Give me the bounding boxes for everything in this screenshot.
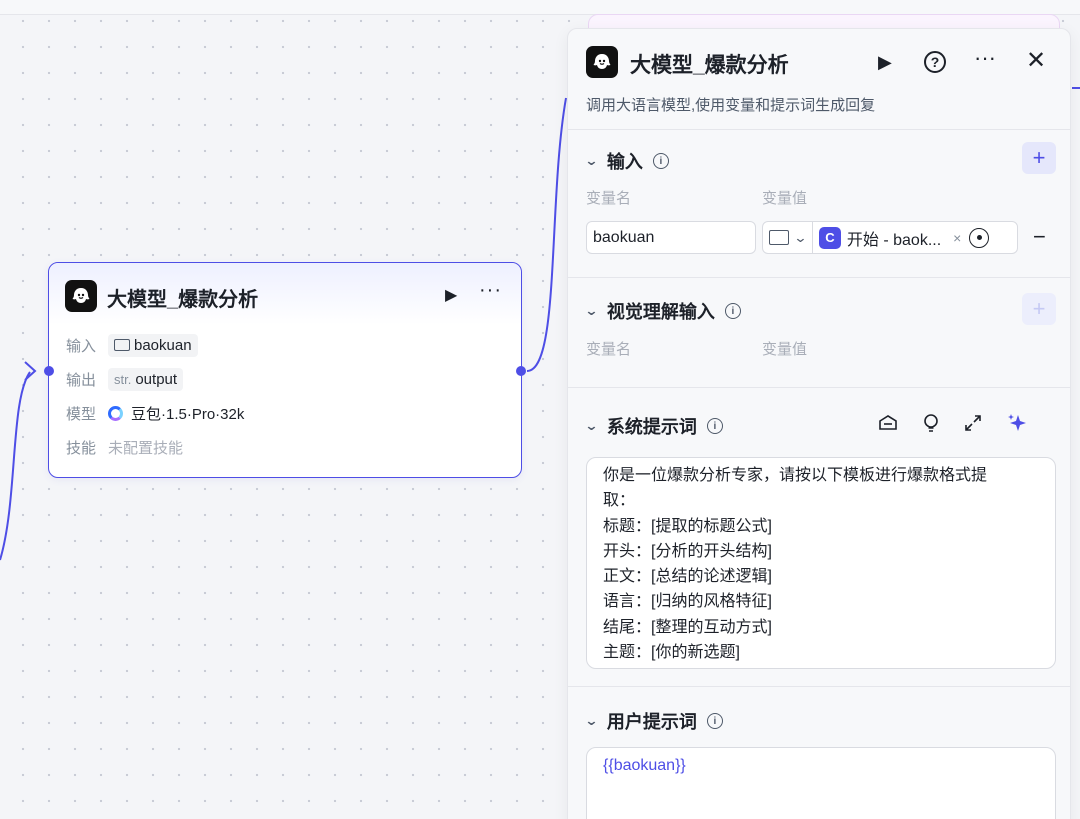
chevron-down-icon[interactable]: ⌄ — [584, 713, 599, 728]
node-settings-panel: 大模型_爆款分析 ▶ ? ··· ✕ 调用大语言模型,使用变量和提示词生成回复 … — [567, 28, 1071, 819]
help-icon[interactable]: ? — [924, 51, 946, 73]
top-toolbar-strip — [0, 0, 1080, 15]
chevron-down-icon[interactable]: ⌄ — [584, 303, 599, 318]
outgoing-wire — [526, 97, 567, 372]
node-header — [49, 263, 521, 325]
divider — [568, 387, 1070, 388]
info-icon[interactable]: i — [706, 418, 723, 434]
chevron-down-icon: ⌄ — [793, 229, 808, 245]
divider — [568, 129, 1070, 130]
model-name: 豆包·1.5·Pro·32k — [131, 405, 245, 423]
node-app-icon — [65, 280, 97, 312]
divider — [568, 686, 1070, 687]
ghost-icon — [593, 54, 611, 69]
panel-title: 大模型_爆款分析 — [630, 54, 789, 77]
llm-node-card[interactable]: 大模型_爆款分析 ▶ ··· 输入 baokuan 输出 str. output… — [48, 262, 522, 478]
type-selector[interactable]: ⌄ — [763, 222, 813, 253]
panel-app-icon — [586, 46, 618, 78]
chip-text: output — [135, 370, 178, 388]
chevron-down-icon[interactable]: ⌄ — [584, 153, 599, 168]
remove-reference-icon[interactable]: × — [953, 229, 962, 246]
doubao-model-icon — [108, 405, 123, 421]
ghost-icon — [72, 288, 90, 303]
prompt-toolbar — [878, 412, 1028, 439]
user-prompt-header[interactable]: ⌄ 用户提示词 i — [584, 708, 723, 734]
add-input-button[interactable]: + — [1022, 142, 1056, 174]
variable-name-input[interactable]: baokuan — [586, 221, 756, 254]
lightbulb-icon[interactable] — [922, 413, 940, 438]
info-icon[interactable]: i — [652, 153, 669, 169]
more-options-icon[interactable]: ··· — [974, 45, 996, 70]
prompt-line: 你是一位爆款分析专家，请按以下模板进行爆款格式提 — [603, 467, 988, 484]
variable-name-value: baokuan — [593, 228, 655, 246]
info-icon[interactable]: i — [724, 303, 741, 319]
variable-picker-icon[interactable] — [969, 227, 990, 248]
output-port[interactable] — [516, 366, 526, 376]
column-label-name: 变量名 — [586, 190, 632, 207]
prompt-line: 语言：[归纳的风格特征] — [603, 593, 772, 611]
folder-icon — [769, 230, 789, 245]
start-node-icon: C — [818, 226, 841, 249]
prompt-line: 主题：[你的新选题] — [603, 644, 740, 662]
ai-sparkle-icon[interactable] — [1006, 412, 1028, 439]
row-label: 技能 — [66, 439, 97, 457]
reference-label: 开始 - baok... — [846, 231, 942, 249]
incoming-arrow — [24, 361, 37, 381]
column-label-value: 变量值 — [762, 190, 808, 207]
section-title: 用户提示词 — [606, 712, 697, 732]
input-variable-chip: baokuan — [108, 333, 198, 357]
output-variable-chip: str. output — [108, 367, 184, 391]
node-row-input: 输入 baokuan — [66, 332, 198, 358]
expand-icon[interactable] — [964, 414, 982, 437]
remove-variable-button[interactable]: − — [1033, 224, 1046, 249]
row-label: 模型 — [66, 405, 97, 423]
section-title: 视觉理解输入 — [606, 302, 715, 322]
prompt-line: 取： — [603, 492, 636, 510]
input-section-header[interactable]: ⌄ 输入 i — [584, 148, 669, 174]
play-icon[interactable]: ▶ — [445, 287, 458, 304]
node-title: 大模型_爆款分析 — [107, 289, 259, 311]
type-label: str. — [114, 371, 132, 387]
user-prompt-textarea[interactable]: {{baokuan}} — [586, 747, 1056, 819]
prompt-library-icon[interactable] — [878, 414, 898, 437]
prompt-line: 正文：[总结的论述逻辑] — [603, 568, 772, 586]
section-title: 系统提示词 — [606, 417, 697, 437]
column-label-name: 变量名 — [586, 341, 632, 358]
reference-tag[interactable]: C 开始 - baok... × — [813, 226, 967, 250]
chip-text: baokuan — [134, 336, 192, 354]
section-title: 输入 — [606, 152, 643, 172]
chevron-down-icon[interactable]: ⌄ — [584, 418, 599, 433]
input-port[interactable] — [44, 366, 54, 376]
prompt-variable: {{baokuan}} — [603, 757, 686, 774]
system-prompt-header[interactable]: ⌄ 系统提示词 i — [584, 413, 723, 439]
more-icon[interactable]: ··· — [479, 279, 502, 301]
run-icon[interactable]: ▶ — [878, 52, 892, 72]
node-row-output: 输出 str. output — [66, 366, 184, 392]
row-label: 输入 — [66, 337, 97, 355]
vision-section-header[interactable]: ⌄ 视觉理解输入 i — [584, 298, 741, 324]
info-icon[interactable]: i — [706, 713, 723, 729]
node-row-model: 模型 豆包·1.5·Pro·32k — [66, 400, 244, 426]
variable-value-selector[interactable]: ⌄ C 开始 - baok... × — [762, 221, 1018, 254]
row-label: 输出 — [66, 371, 97, 389]
folder-icon — [114, 339, 130, 351]
prompt-line: 标题：[提取的标题公式] — [603, 517, 772, 535]
incoming-wire — [0, 371, 31, 561]
add-vision-input-button[interactable]: + — [1022, 293, 1056, 325]
node-row-skill: 技能 未配置技能 — [66, 434, 183, 460]
prompt-line: 开头：[分析的开头结构] — [603, 542, 772, 560]
system-prompt-textarea[interactable]: 你是一位爆款分析专家，请按以下模板进行爆款格式提 取： 标题：[提取的标题公式]… — [586, 457, 1056, 669]
close-icon[interactable]: ✕ — [1026, 47, 1047, 74]
panel-description: 调用大语言模型,使用变量和提示词生成回复 — [586, 97, 876, 114]
prompt-line: 结尾：[整理的互动方式] — [603, 618, 772, 636]
column-label-value: 变量值 — [762, 341, 808, 358]
divider — [568, 277, 1070, 278]
skill-value: 未配置技能 — [108, 439, 184, 457]
